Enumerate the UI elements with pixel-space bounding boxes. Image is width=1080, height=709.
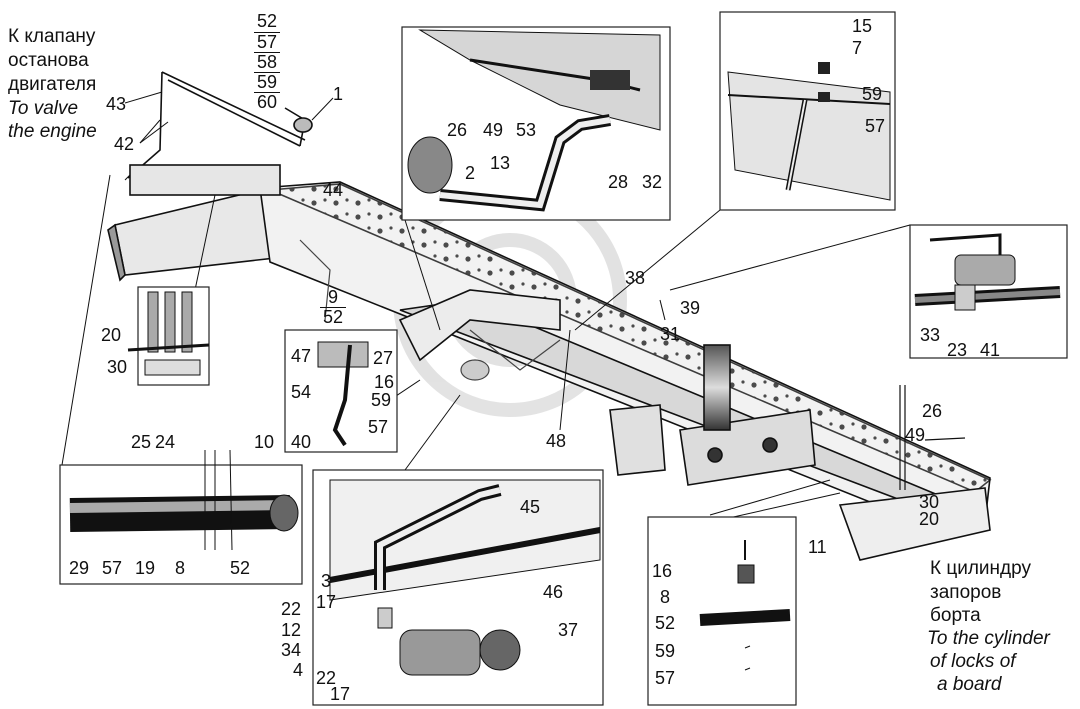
caption-valve-ru-3: двигателя <box>8 74 97 95</box>
label-59-center: 59 <box>371 390 392 410</box>
caption-cyl-en-3: a board <box>937 674 1002 695</box>
label-11: 11 <box>808 537 827 557</box>
label-12: 12 <box>281 620 302 640</box>
caption-cyl-en-1: To the cylinder <box>927 628 1050 649</box>
caption-cyl-ru-3: борта <box>930 605 981 626</box>
label-45: 45 <box>520 497 541 517</box>
label-16-right: 16 <box>652 561 673 581</box>
boxed-58: 58 <box>254 52 280 72</box>
label-46: 46 <box>543 582 564 602</box>
inset-cylinder-right <box>909 224 1068 359</box>
label-16-center: 16 <box>374 372 395 392</box>
label-34: 34 <box>281 640 302 660</box>
label-47: 47 <box>291 346 312 366</box>
label-30-left: 30 <box>107 357 128 377</box>
label-59-right: 59 <box>655 641 676 661</box>
label-42: 42 <box>114 134 135 154</box>
caption-cyl-ru-2: запоров <box>930 582 1002 603</box>
label-57-left: 57 <box>102 558 123 578</box>
caption-cyl-ru-1: К цилиндру <box>930 558 1031 579</box>
boxed-9: 9 <box>327 287 338 307</box>
boxed-52-b: 52 <box>320 307 346 327</box>
label-49-right: 49 <box>905 425 926 445</box>
label-40: 40 <box>291 432 312 452</box>
caption-valve-en-2: the engine <box>8 121 97 142</box>
label-10: 10 <box>254 432 275 452</box>
label-3: 3 <box>321 571 332 591</box>
caption-valve-en-1: To valve <box>8 98 79 119</box>
label-28: 28 <box>608 172 629 192</box>
rear-pipe <box>899 385 966 490</box>
inset-bracket-top-right <box>719 11 896 211</box>
label-2: 2 <box>465 163 476 183</box>
label-53: 53 <box>516 120 537 140</box>
inset-drive-bottom-center <box>312 469 604 706</box>
label-17-b: 17 <box>330 684 351 704</box>
label-57-center: 57 <box>368 417 389 437</box>
inset-pipe-top <box>401 26 671 221</box>
label-52-left: 52 <box>230 558 251 578</box>
label-49-top: 49 <box>483 120 504 140</box>
label-1: 1 <box>333 84 344 104</box>
label-24: 24 <box>155 432 176 452</box>
label-43: 43 <box>106 94 127 114</box>
label-26-right: 26 <box>922 401 943 421</box>
label-19: 19 <box>135 558 156 578</box>
label-22-b: 22 <box>316 668 337 688</box>
label-52-right: 52 <box>655 613 676 633</box>
boxed-59: 59 <box>254 72 280 92</box>
label-57-tr: 57 <box>865 116 886 136</box>
label-44: 44 <box>323 180 344 200</box>
caption-cyl-en-2: of locks of <box>930 651 1016 672</box>
label-59-tr: 59 <box>862 84 883 104</box>
label-29: 29 <box>69 558 90 578</box>
frame-rail-sketch <box>299 239 561 381</box>
label-4: 4 <box>293 660 304 680</box>
label-37: 37 <box>558 620 579 640</box>
main-frame <box>107 181 992 561</box>
boxed-52: 52 <box>256 11 278 31</box>
label-27: 27 <box>373 348 394 368</box>
caption-valve-ru-2: останова <box>8 50 89 71</box>
label-38: 38 <box>625 268 646 288</box>
label-23: 23 <box>947 340 968 360</box>
inset-clamp-center <box>284 329 398 453</box>
label-54: 54 <box>291 382 312 402</box>
label-8-left: 8 <box>175 558 186 578</box>
label-7: 7 <box>852 38 863 58</box>
boxed-57: 57 <box>254 32 280 52</box>
label-41: 41 <box>980 340 1001 360</box>
caption-valve-ru-1: К клапану <box>8 26 96 47</box>
label-20-left: 20 <box>101 325 122 345</box>
label-13: 13 <box>490 153 511 173</box>
label-31: 31 <box>660 324 681 344</box>
label-32: 32 <box>642 172 663 192</box>
label-20-right: 20 <box>919 509 940 529</box>
label-22-a: 22 <box>281 599 302 619</box>
label-25: 25 <box>131 432 152 452</box>
inset-hose-bottom-left <box>59 449 303 585</box>
boxed-60: 60 <box>254 92 280 112</box>
label-8-right: 8 <box>660 587 671 607</box>
inset-fittings-left <box>127 286 210 386</box>
label-26-top: 26 <box>447 120 468 140</box>
inset-nut-bottom-right <box>647 516 797 706</box>
label-39: 39 <box>680 298 701 318</box>
label-30-right: 30 <box>919 492 940 512</box>
label-33: 33 <box>920 325 941 345</box>
valve-pipe-assembly <box>127 71 313 196</box>
label-17-a: 17 <box>316 592 337 612</box>
label-57-right: 57 <box>655 668 676 688</box>
label-48: 48 <box>546 431 567 451</box>
label-15: 15 <box>852 16 873 36</box>
